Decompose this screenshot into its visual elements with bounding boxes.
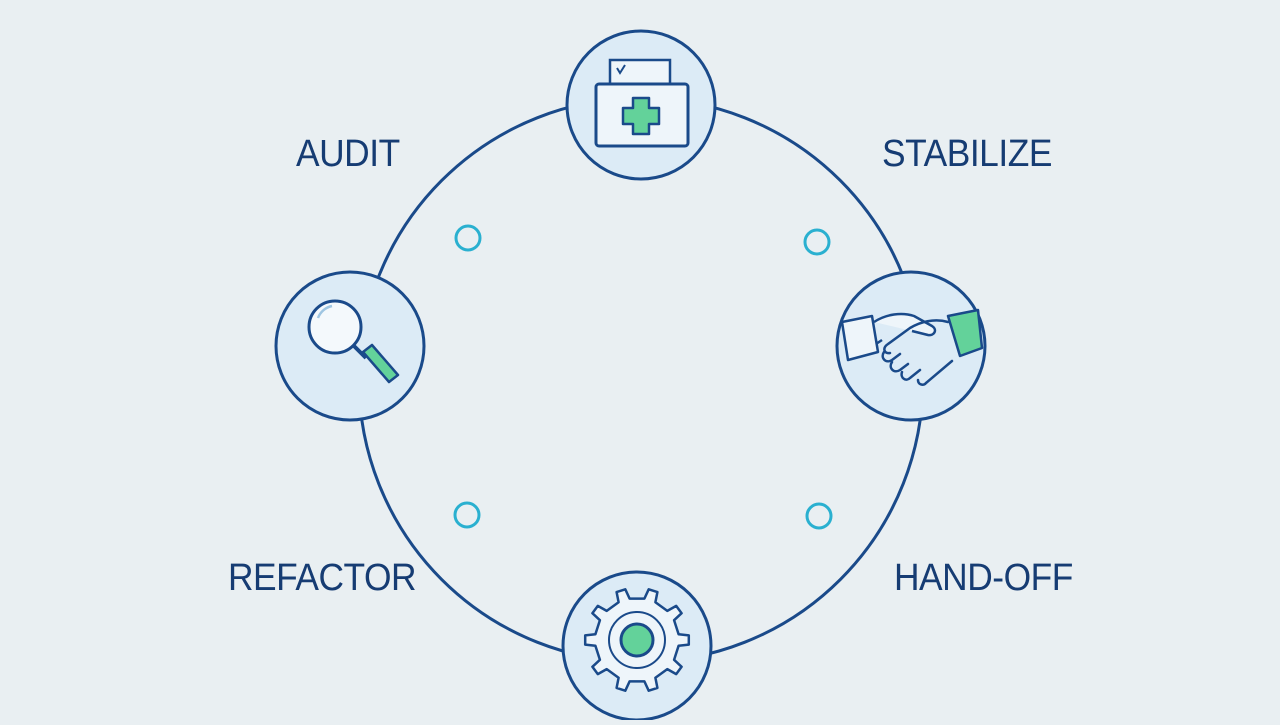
connector-dot xyxy=(454,224,482,252)
gear-icon xyxy=(583,588,691,692)
node-handshake xyxy=(835,270,987,422)
label-stabilize: STABILIZE xyxy=(882,133,1052,175)
node-medical-kit xyxy=(565,29,717,181)
label-handoff: HAND-OFF xyxy=(894,557,1073,599)
label-refactor: REFACTOR xyxy=(228,557,417,599)
connector-dot xyxy=(453,501,481,529)
medical-kit-icon xyxy=(594,58,690,148)
connector-dot xyxy=(805,502,833,530)
magnifying-glass-icon xyxy=(307,299,400,384)
node-magnifying-glass xyxy=(274,270,426,422)
node-gear xyxy=(561,570,713,722)
connector-dot xyxy=(803,228,831,256)
handshake-icon xyxy=(840,308,984,386)
label-audit: AUDIT xyxy=(296,133,400,175)
